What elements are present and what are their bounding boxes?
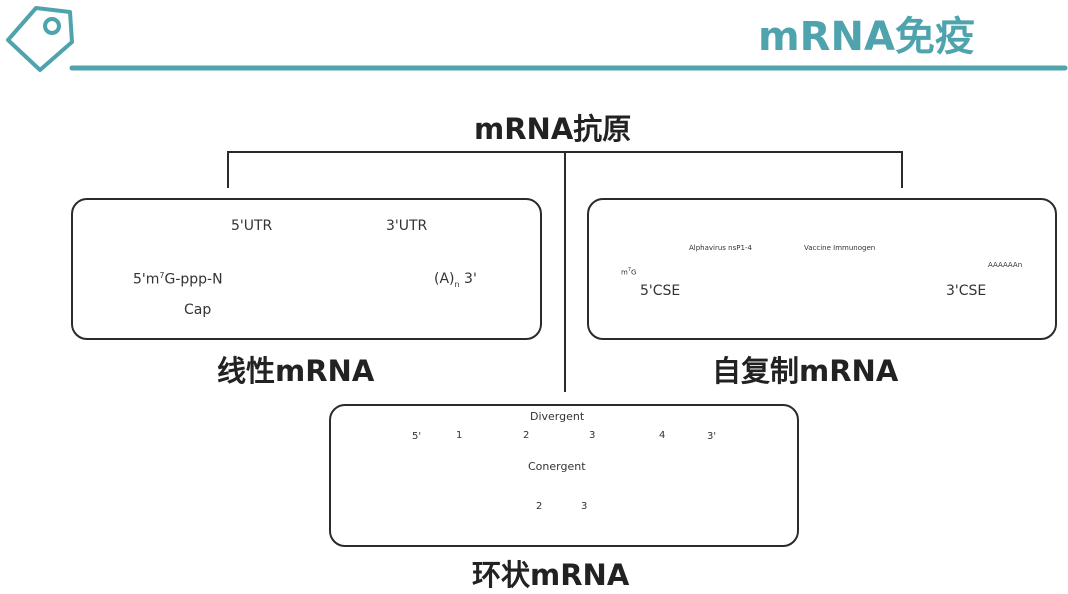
cse5-label: 5'CSE	[640, 283, 681, 299]
ring-label-3: 3	[581, 501, 588, 512]
circular-mrna-box	[329, 404, 799, 547]
antigen-heading: mRNA抗原	[474, 112, 632, 146]
sa-cap-label: m7G	[621, 267, 636, 276]
antigen-code-label: ANTIGEN CODE	[288, 275, 373, 286]
polya-text: (A)	[434, 271, 455, 287]
divergent-label: Divergent	[530, 410, 585, 423]
linear-mrna-box	[71, 198, 542, 340]
cap-rest: G-ppp-N	[164, 271, 223, 288]
three-prime-end: 3'	[464, 271, 477, 287]
tag-icon	[6, 6, 74, 72]
self-amplifying-box	[587, 198, 1057, 340]
polya-subscript: n	[454, 279, 460, 289]
self-amplifying-title: 自复制mRNA	[712, 354, 899, 388]
sa-cap-sup: 7	[627, 267, 632, 273]
cap-superscript: 7	[159, 271, 165, 280]
exon-label-4: 4	[659, 430, 666, 441]
page-title: mRNA免疫	[758, 14, 975, 60]
polya-label: (A)n 3'	[434, 271, 477, 289]
cap-label: Cap	[184, 302, 212, 318]
connector-lines	[227, 151, 903, 392]
convergent-label: Conergent	[528, 460, 586, 473]
exon-label-2: 2	[523, 430, 530, 441]
three-prime-end-label: 3'	[707, 431, 717, 442]
utr3-label: 3'UTR	[386, 218, 428, 234]
circular-mrna-title: 环状mRNA	[472, 558, 630, 592]
sa-cap-g: G	[631, 268, 637, 277]
sa-cap-m: m	[621, 268, 628, 277]
utr5-label: 5'UTR	[231, 218, 273, 234]
linear-mrna-title: 线性mRNA	[217, 354, 375, 388]
immunogen-label: Vaccine Immunogen	[804, 244, 876, 252]
exon-label-3: 3	[589, 430, 596, 441]
exon-label-1: 1	[456, 430, 463, 441]
polya-tail-label: AAAAAAn	[988, 261, 1023, 269]
cap-prefix: 5'm	[133, 271, 160, 288]
cse3-label: 3'CSE	[946, 283, 987, 299]
nsp-label: Alphavirus nsP1-4	[689, 244, 752, 252]
ring-label-2: 2	[536, 501, 543, 512]
five-prime-end-label: 5'	[412, 431, 422, 442]
cap-structure-label: 5'm7G-ppp-N	[133, 271, 223, 288]
